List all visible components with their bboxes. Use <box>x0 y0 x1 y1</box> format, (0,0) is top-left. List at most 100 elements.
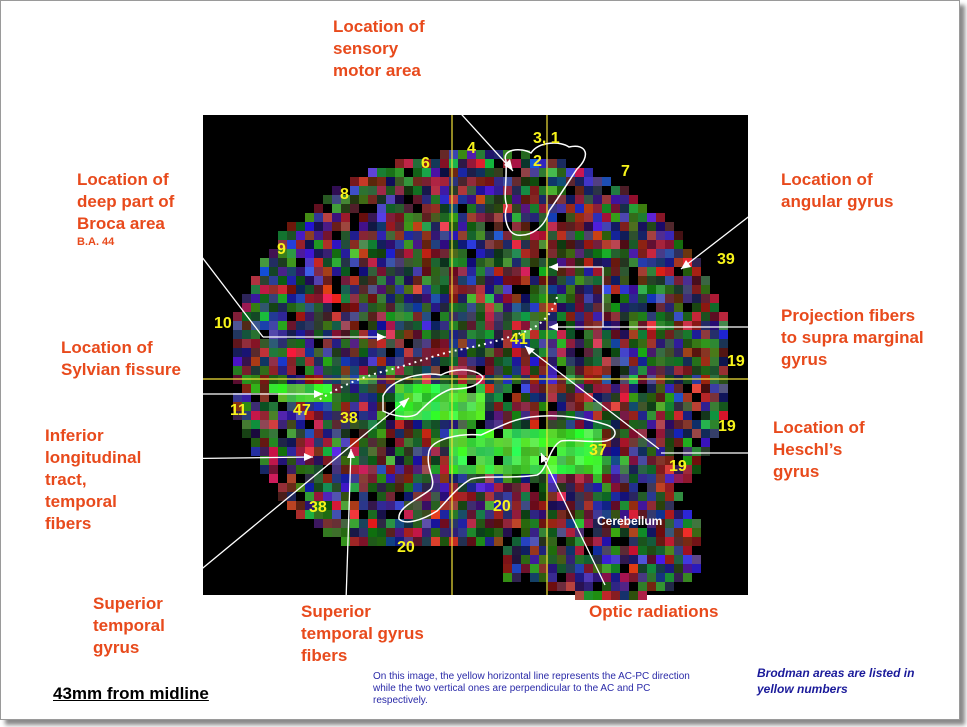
voxel <box>260 465 269 474</box>
voxel <box>692 384 701 393</box>
voxel <box>413 312 422 321</box>
voxel <box>674 474 683 483</box>
voxel <box>296 411 305 420</box>
voxel <box>287 240 296 249</box>
voxel <box>287 294 296 303</box>
voxel <box>485 330 494 339</box>
voxel <box>503 321 512 330</box>
voxel <box>503 150 512 159</box>
voxel <box>656 222 665 231</box>
voxel <box>593 501 602 510</box>
voxel <box>341 348 350 357</box>
voxel <box>683 474 692 483</box>
voxel <box>404 285 413 294</box>
voxel <box>593 330 602 339</box>
voxel <box>710 321 719 330</box>
voxel <box>332 240 341 249</box>
voxel <box>485 321 494 330</box>
voxel <box>593 285 602 294</box>
voxel <box>539 294 548 303</box>
voxel <box>467 177 476 186</box>
voxel <box>413 294 422 303</box>
voxel <box>395 213 404 222</box>
voxel <box>341 285 350 294</box>
voxel <box>710 384 719 393</box>
voxel <box>341 483 350 492</box>
voxel <box>305 303 314 312</box>
voxel <box>647 555 656 564</box>
voxel <box>593 177 602 186</box>
voxel <box>485 240 494 249</box>
brodmann-19-middle: 19 <box>718 418 736 435</box>
voxel <box>404 222 413 231</box>
voxel <box>305 312 314 321</box>
voxel <box>530 519 539 528</box>
voxel <box>458 177 467 186</box>
voxel <box>503 447 512 456</box>
voxel <box>449 411 458 420</box>
voxel <box>638 537 647 546</box>
voxel <box>674 519 683 528</box>
voxel <box>449 168 458 177</box>
voxel <box>404 456 413 465</box>
voxel <box>404 420 413 429</box>
voxel <box>242 312 251 321</box>
voxel <box>404 231 413 240</box>
voxel <box>251 411 260 420</box>
voxel <box>629 240 638 249</box>
voxel <box>350 465 359 474</box>
voxel <box>629 330 638 339</box>
voxel <box>368 168 377 177</box>
voxel <box>485 366 494 375</box>
voxel <box>332 393 341 402</box>
voxel <box>377 447 386 456</box>
voxel <box>548 357 557 366</box>
voxel <box>674 564 683 573</box>
voxel <box>476 249 485 258</box>
voxel <box>413 537 422 546</box>
voxel <box>377 474 386 483</box>
voxel <box>638 366 647 375</box>
voxel <box>449 357 458 366</box>
voxel <box>449 447 458 456</box>
voxel <box>341 231 350 240</box>
voxel <box>260 447 269 456</box>
voxel <box>386 519 395 528</box>
voxel <box>449 339 458 348</box>
voxel <box>647 249 656 258</box>
voxel <box>251 447 260 456</box>
voxel <box>440 267 449 276</box>
voxel <box>611 240 620 249</box>
voxel <box>638 447 647 456</box>
voxel <box>287 429 296 438</box>
voxel <box>332 195 341 204</box>
voxel <box>485 411 494 420</box>
voxel <box>404 384 413 393</box>
voxel <box>575 339 584 348</box>
voxel <box>521 168 530 177</box>
voxel <box>512 366 521 375</box>
voxel <box>539 186 548 195</box>
voxel <box>638 492 647 501</box>
voxel <box>593 510 602 519</box>
voxel <box>656 573 665 582</box>
voxel <box>620 222 629 231</box>
voxel <box>566 546 575 555</box>
voxel <box>593 195 602 204</box>
voxel <box>413 411 422 420</box>
voxel <box>476 150 485 159</box>
voxel <box>323 393 332 402</box>
voxel <box>440 276 449 285</box>
voxel <box>602 555 611 564</box>
voxel <box>494 285 503 294</box>
voxel <box>602 339 611 348</box>
voxel <box>422 393 431 402</box>
voxel <box>611 249 620 258</box>
voxel <box>485 339 494 348</box>
voxel <box>467 510 476 519</box>
voxel <box>485 186 494 195</box>
voxel <box>395 519 404 528</box>
voxel <box>719 384 728 393</box>
voxel <box>332 519 341 528</box>
voxel <box>458 231 467 240</box>
